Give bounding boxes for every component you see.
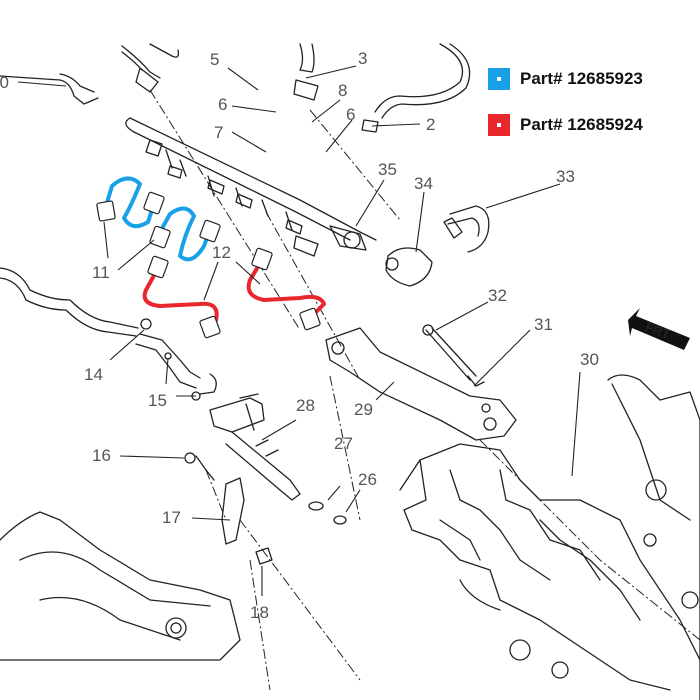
callout-26: 26 bbox=[358, 470, 377, 489]
legend-item-blue: Part# 12685923 bbox=[488, 68, 688, 90]
red-swatch bbox=[488, 114, 510, 136]
callout-8: 8 bbox=[338, 81, 348, 100]
callout-17: 17 bbox=[162, 508, 181, 527]
legend-item-red: Part# 12685924 bbox=[488, 114, 688, 136]
callout-11: 11 bbox=[92, 263, 110, 282]
callout-12: 12 bbox=[212, 243, 231, 262]
blue-swatch bbox=[488, 68, 510, 90]
callout-34: 34 bbox=[414, 174, 433, 193]
callout-14: 14 bbox=[84, 365, 103, 384]
callout-30: 30 bbox=[580, 350, 599, 369]
callout-7: 7 bbox=[214, 123, 224, 142]
callout-3: 3 bbox=[358, 49, 368, 68]
callout-6-left: 6 bbox=[218, 95, 228, 114]
callout-28: 28 bbox=[296, 396, 315, 415]
callout-2: 2 bbox=[426, 115, 436, 134]
callout-10: 10 bbox=[0, 73, 9, 92]
callout-6-right: 6 bbox=[346, 105, 356, 124]
callout-27: 27 bbox=[334, 434, 353, 453]
legend-label: Part# 12685924 bbox=[520, 115, 643, 134]
front-direction-arrow bbox=[628, 308, 690, 350]
callout-16: 16 bbox=[92, 446, 111, 465]
callout-15: 15 bbox=[148, 391, 167, 410]
callout-31: 31 bbox=[534, 315, 553, 334]
callout-29: 29 bbox=[354, 400, 373, 419]
callout-32: 32 bbox=[488, 286, 507, 305]
legend-label: Part# 12685923 bbox=[520, 69, 643, 88]
callout-5: 5 bbox=[210, 50, 220, 69]
callout-33: 33 bbox=[556, 167, 575, 186]
callout-18: 18 bbox=[250, 603, 269, 622]
callout-35: 35 bbox=[378, 160, 397, 179]
